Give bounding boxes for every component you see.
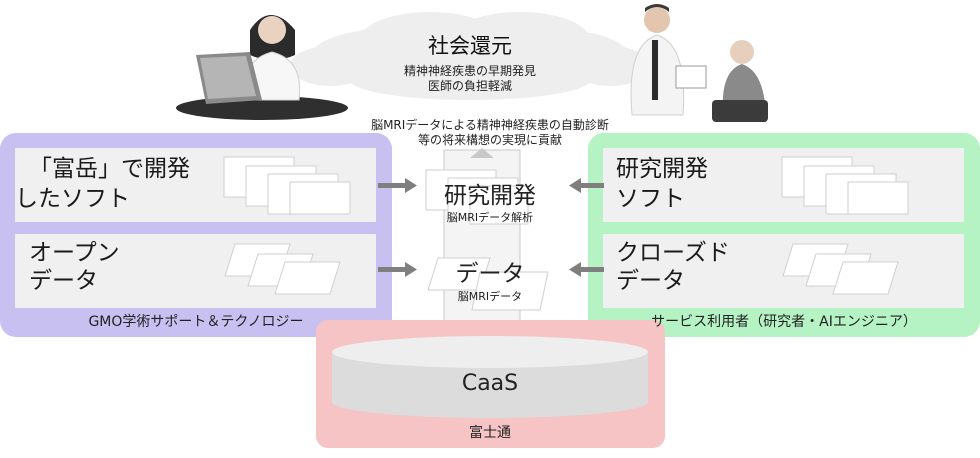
right-data-line-2: データ <box>616 268 685 294</box>
arrow-left-icon <box>569 178 604 193</box>
data-sheet-icon <box>782 243 899 295</box>
right-panel-label: サービス利用者（研究者・AIエンジニア） <box>651 314 917 330</box>
data-sheet-icon <box>427 257 549 311</box>
right-software-line-1: 研究開発 <box>616 156 708 182</box>
research-subtitle: 脳MRIデータ解析 <box>446 211 534 224</box>
document-stack-icon <box>425 169 529 225</box>
right-data-box <box>603 234 964 308</box>
cloud-line-1: 精神神経疾患の早期発見 <box>403 64 536 78</box>
document-stack-icon <box>223 156 351 215</box>
contribution-line-1: 脳MRIデータによる精神神経疾患の自動診断 <box>371 118 609 132</box>
data-subtitle: 脳MRIデータ <box>457 290 523 303</box>
left-data-line-2: データ <box>29 268 98 294</box>
left-panel-label: GMO学術サポート＆テクノロジー <box>88 314 304 330</box>
document-stack-icon <box>781 156 909 215</box>
right-software-line-2: ソフト <box>616 186 685 212</box>
left-software-line-1: 「富岳」で開発 <box>29 156 190 182</box>
data-title: データ <box>455 261 525 287</box>
left-data-line-1: オープン <box>29 240 120 266</box>
doctor-with-patient-icon <box>630 4 768 122</box>
cloud-shape <box>290 12 650 100</box>
research-title: 研究開発 <box>444 183 536 209</box>
fujitsu-label: 富士通 <box>469 425 511 441</box>
cylinder-database-icon <box>332 336 648 418</box>
contribution-line-2: 等の将来構想の実現に貢献 <box>417 133 562 147</box>
caas-label: CaaS <box>461 371 519 396</box>
right-data-line-1: クローズド <box>616 240 730 266</box>
arrow-right-icon <box>378 178 417 193</box>
arrow-right-icon <box>378 262 417 277</box>
arrow-left-icon <box>569 262 604 277</box>
cloud-title: 社会還元 <box>428 34 512 58</box>
cloud-line-2: 医師の負担軽減 <box>427 79 512 93</box>
left-software-line-2: したソフト <box>15 186 130 212</box>
data-sheet-icon <box>224 243 341 295</box>
doctor-at-laptop-icon <box>176 15 348 120</box>
